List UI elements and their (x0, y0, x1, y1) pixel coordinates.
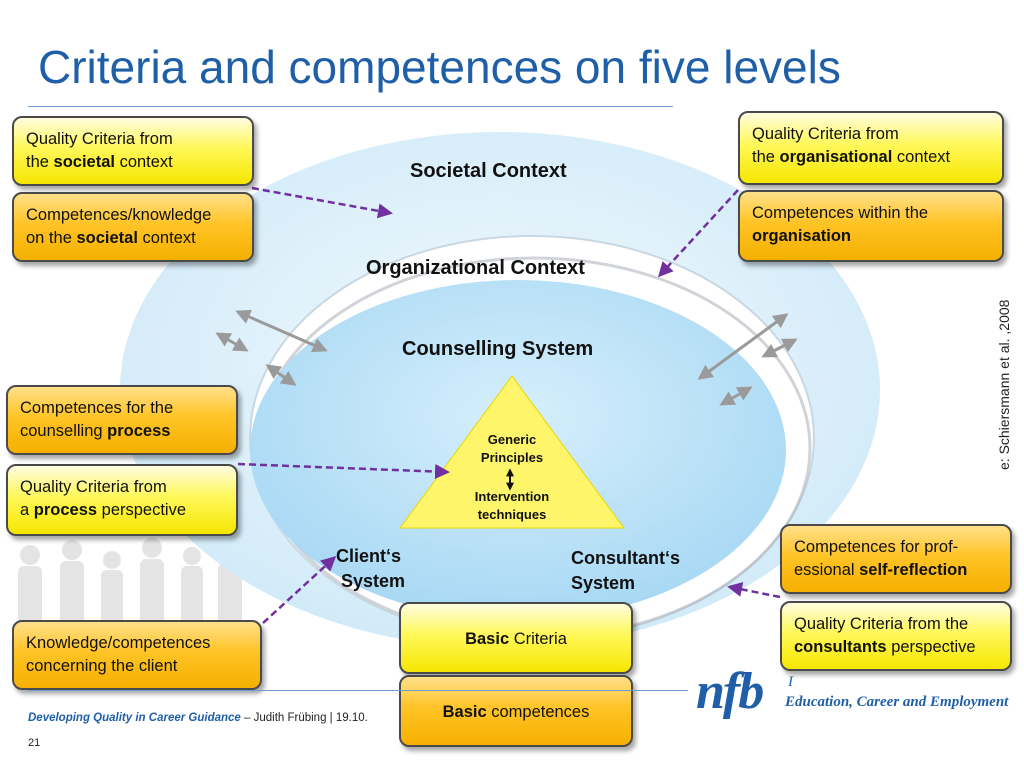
clients-system-label: Client‘s System (336, 546, 406, 591)
purple-dashed-arrows (237, 186, 781, 624)
quality-criteria-consultants-box: Quality Criteria from the consultants pe… (780, 601, 1012, 671)
basic-criteria-box: Basic Criteria (399, 602, 633, 674)
generic-principles-label: Generic Principles (480, 432, 544, 465)
principles-triangle (399, 375, 625, 529)
intervention-techniques-label: Intervention techniques (474, 489, 550, 522)
footer-divider (28, 690, 688, 691)
footer-text: Developing Quality in Career Guidance – … (28, 712, 368, 724)
counselling-system-label: Counselling System (402, 338, 594, 360)
grey-double-arrows (215, 309, 798, 406)
quality-criteria-process-box: Quality Criteria from a process perspect… (6, 464, 238, 536)
logo-fragment: I (788, 674, 793, 690)
competences-process-box: Competences for the counselling process (6, 385, 238, 455)
nfb-logo: nfb (696, 663, 764, 720)
competences-organisation-box: Competences within the organisation (738, 190, 1004, 262)
source-citation: e: Schiersmann et al. ,2008 (996, 299, 1012, 470)
people-silhouette-image (18, 538, 242, 636)
page-number: 21 (28, 737, 41, 749)
competences-client-box: Knowledge/competences concerning the cli… (12, 620, 262, 690)
organizational-context-label: Organizational Context (366, 257, 585, 279)
page-title: Criteria and competences on five levels (38, 41, 841, 93)
title-underline (28, 106, 673, 107)
societal-context-label: Societal Context (410, 160, 567, 182)
competences-self-reflection-box: Competences for prof- essional self-refl… (780, 524, 1012, 594)
logo-tagline: Education, Career and Employment (785, 694, 1009, 710)
quality-criteria-societal-box: Quality Criteria from the societal conte… (12, 116, 254, 186)
basic-competences-box: Basic competences (399, 675, 633, 747)
quality-criteria-organisational-box: Quality Criteria from the organisational… (738, 111, 1004, 185)
competences-societal-box: Competences/knowledge on the societal co… (12, 192, 254, 262)
